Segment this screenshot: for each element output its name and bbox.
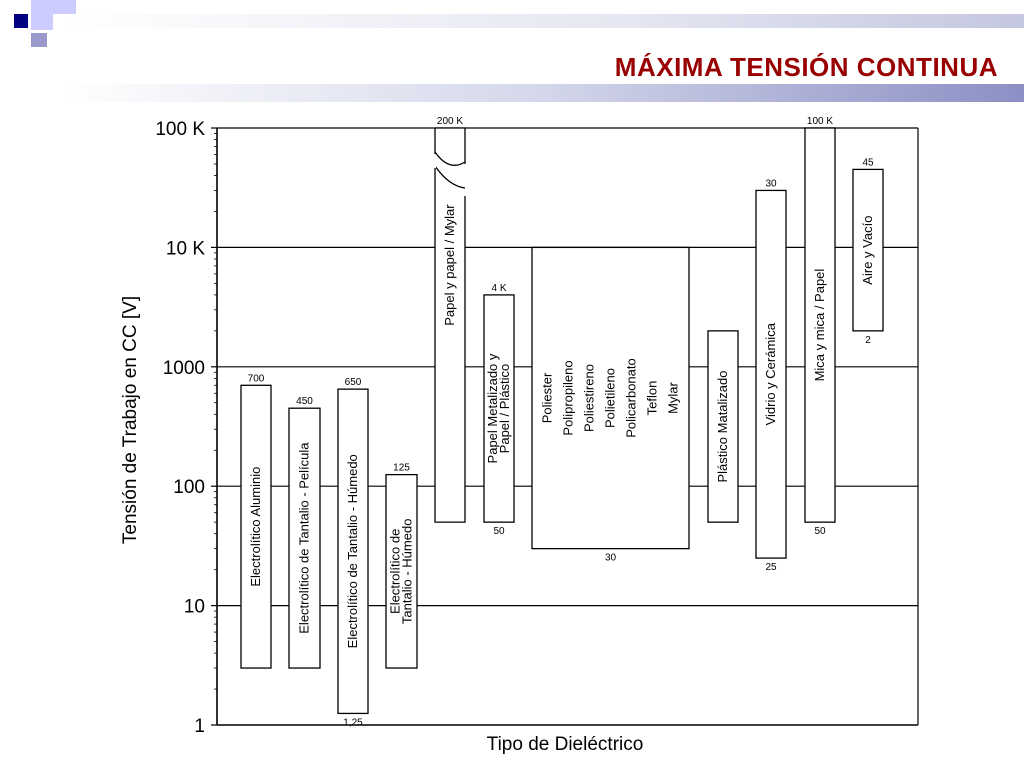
series-label: Aire y Vacío [860, 216, 875, 285]
axis-break-gap [433, 154, 436, 168]
max-value-label: 700 [248, 373, 265, 384]
max-value-label: 45 [862, 157, 874, 168]
deco-square-mid [31, 33, 47, 47]
range-bar-fill [435, 128, 465, 523]
series-label: Plástico Matalizado [715, 371, 730, 483]
range-bar [755, 189, 787, 559]
deco-square-dark [14, 14, 28, 28]
min-value-label: 1,25 [343, 717, 363, 728]
series-label: Papel Metalizado y [485, 353, 500, 463]
series-label: Poliester [540, 372, 555, 423]
max-value-label: 125 [393, 463, 410, 474]
max-value-label: 30 [765, 178, 777, 189]
range-bar [707, 330, 739, 523]
max-value-label: 650 [345, 377, 362, 388]
min-value-label: 25 [765, 562, 777, 573]
series-label: Poliestireno [582, 364, 597, 432]
series-label: Vidrio y Cerámica [763, 322, 778, 425]
max-value-label: 450 [296, 396, 313, 407]
series-label: Polipropileno [561, 360, 576, 435]
series-label: Electrolítico de Tantalio - Húmedo [345, 454, 360, 648]
series-label: Electrolítico Aluminio [248, 467, 263, 587]
y-tick-label: 100 K [155, 119, 205, 140]
min-value-label: 2 [865, 335, 871, 346]
y-tick-label: 100 [173, 477, 205, 498]
y-tick-label: 1000 [163, 358, 205, 379]
y-tick-label: 10 [184, 597, 205, 618]
axis-break-mark [434, 165, 466, 189]
axis-break-mark [434, 151, 466, 166]
y-tick-label: 10 K [166, 238, 205, 259]
series-label: Electrolítico de Tantalio - Película [297, 442, 312, 634]
range-bar [531, 246, 690, 550]
range-bar [852, 168, 884, 332]
max-value-label: 200 K [437, 116, 463, 127]
range-bar [434, 128, 466, 523]
range-bar [483, 294, 515, 523]
series-label: Papel / Plástico [497, 364, 512, 454]
max-value-label: 4 K [491, 283, 506, 294]
max-value-label: 100 K [807, 116, 833, 127]
x-axis-title: Tipo de Dieléctrico [487, 734, 644, 755]
range-bar [804, 127, 836, 523]
series-label: Policarbonato [624, 358, 639, 438]
y-tick-label: 1 [194, 716, 205, 737]
series-label: Teflon [645, 381, 660, 416]
series-label: Papel y papel / Mylar [442, 204, 457, 326]
range-bar [385, 473, 418, 669]
series-label: Mica y mica / Papel [812, 269, 827, 382]
y-axis-title: Tensión de Trabajo en CC [V] [120, 296, 141, 544]
series-label: Electrolítico de [388, 529, 403, 614]
range-bar [240, 384, 272, 669]
min-value-label: 50 [814, 526, 826, 537]
series-label: Mylar [666, 381, 681, 413]
range-bar [337, 388, 369, 715]
range-bar-top [435, 127, 466, 164]
deco-square-light [31, 0, 53, 30]
series-label: Polietileno [603, 368, 618, 428]
deco-square-pale [52, 0, 76, 14]
header-gradient-band [60, 14, 1024, 28]
min-value-label: 50 [493, 526, 505, 537]
title-gradient-band [60, 84, 1024, 102]
series-label: Tantalio - Húmedo [400, 519, 415, 625]
slide-title: MÁXIMA TENSIÓN CONTINUA [614, 52, 998, 82]
range-bar [288, 407, 321, 669]
min-value-label: 30 [605, 553, 617, 564]
